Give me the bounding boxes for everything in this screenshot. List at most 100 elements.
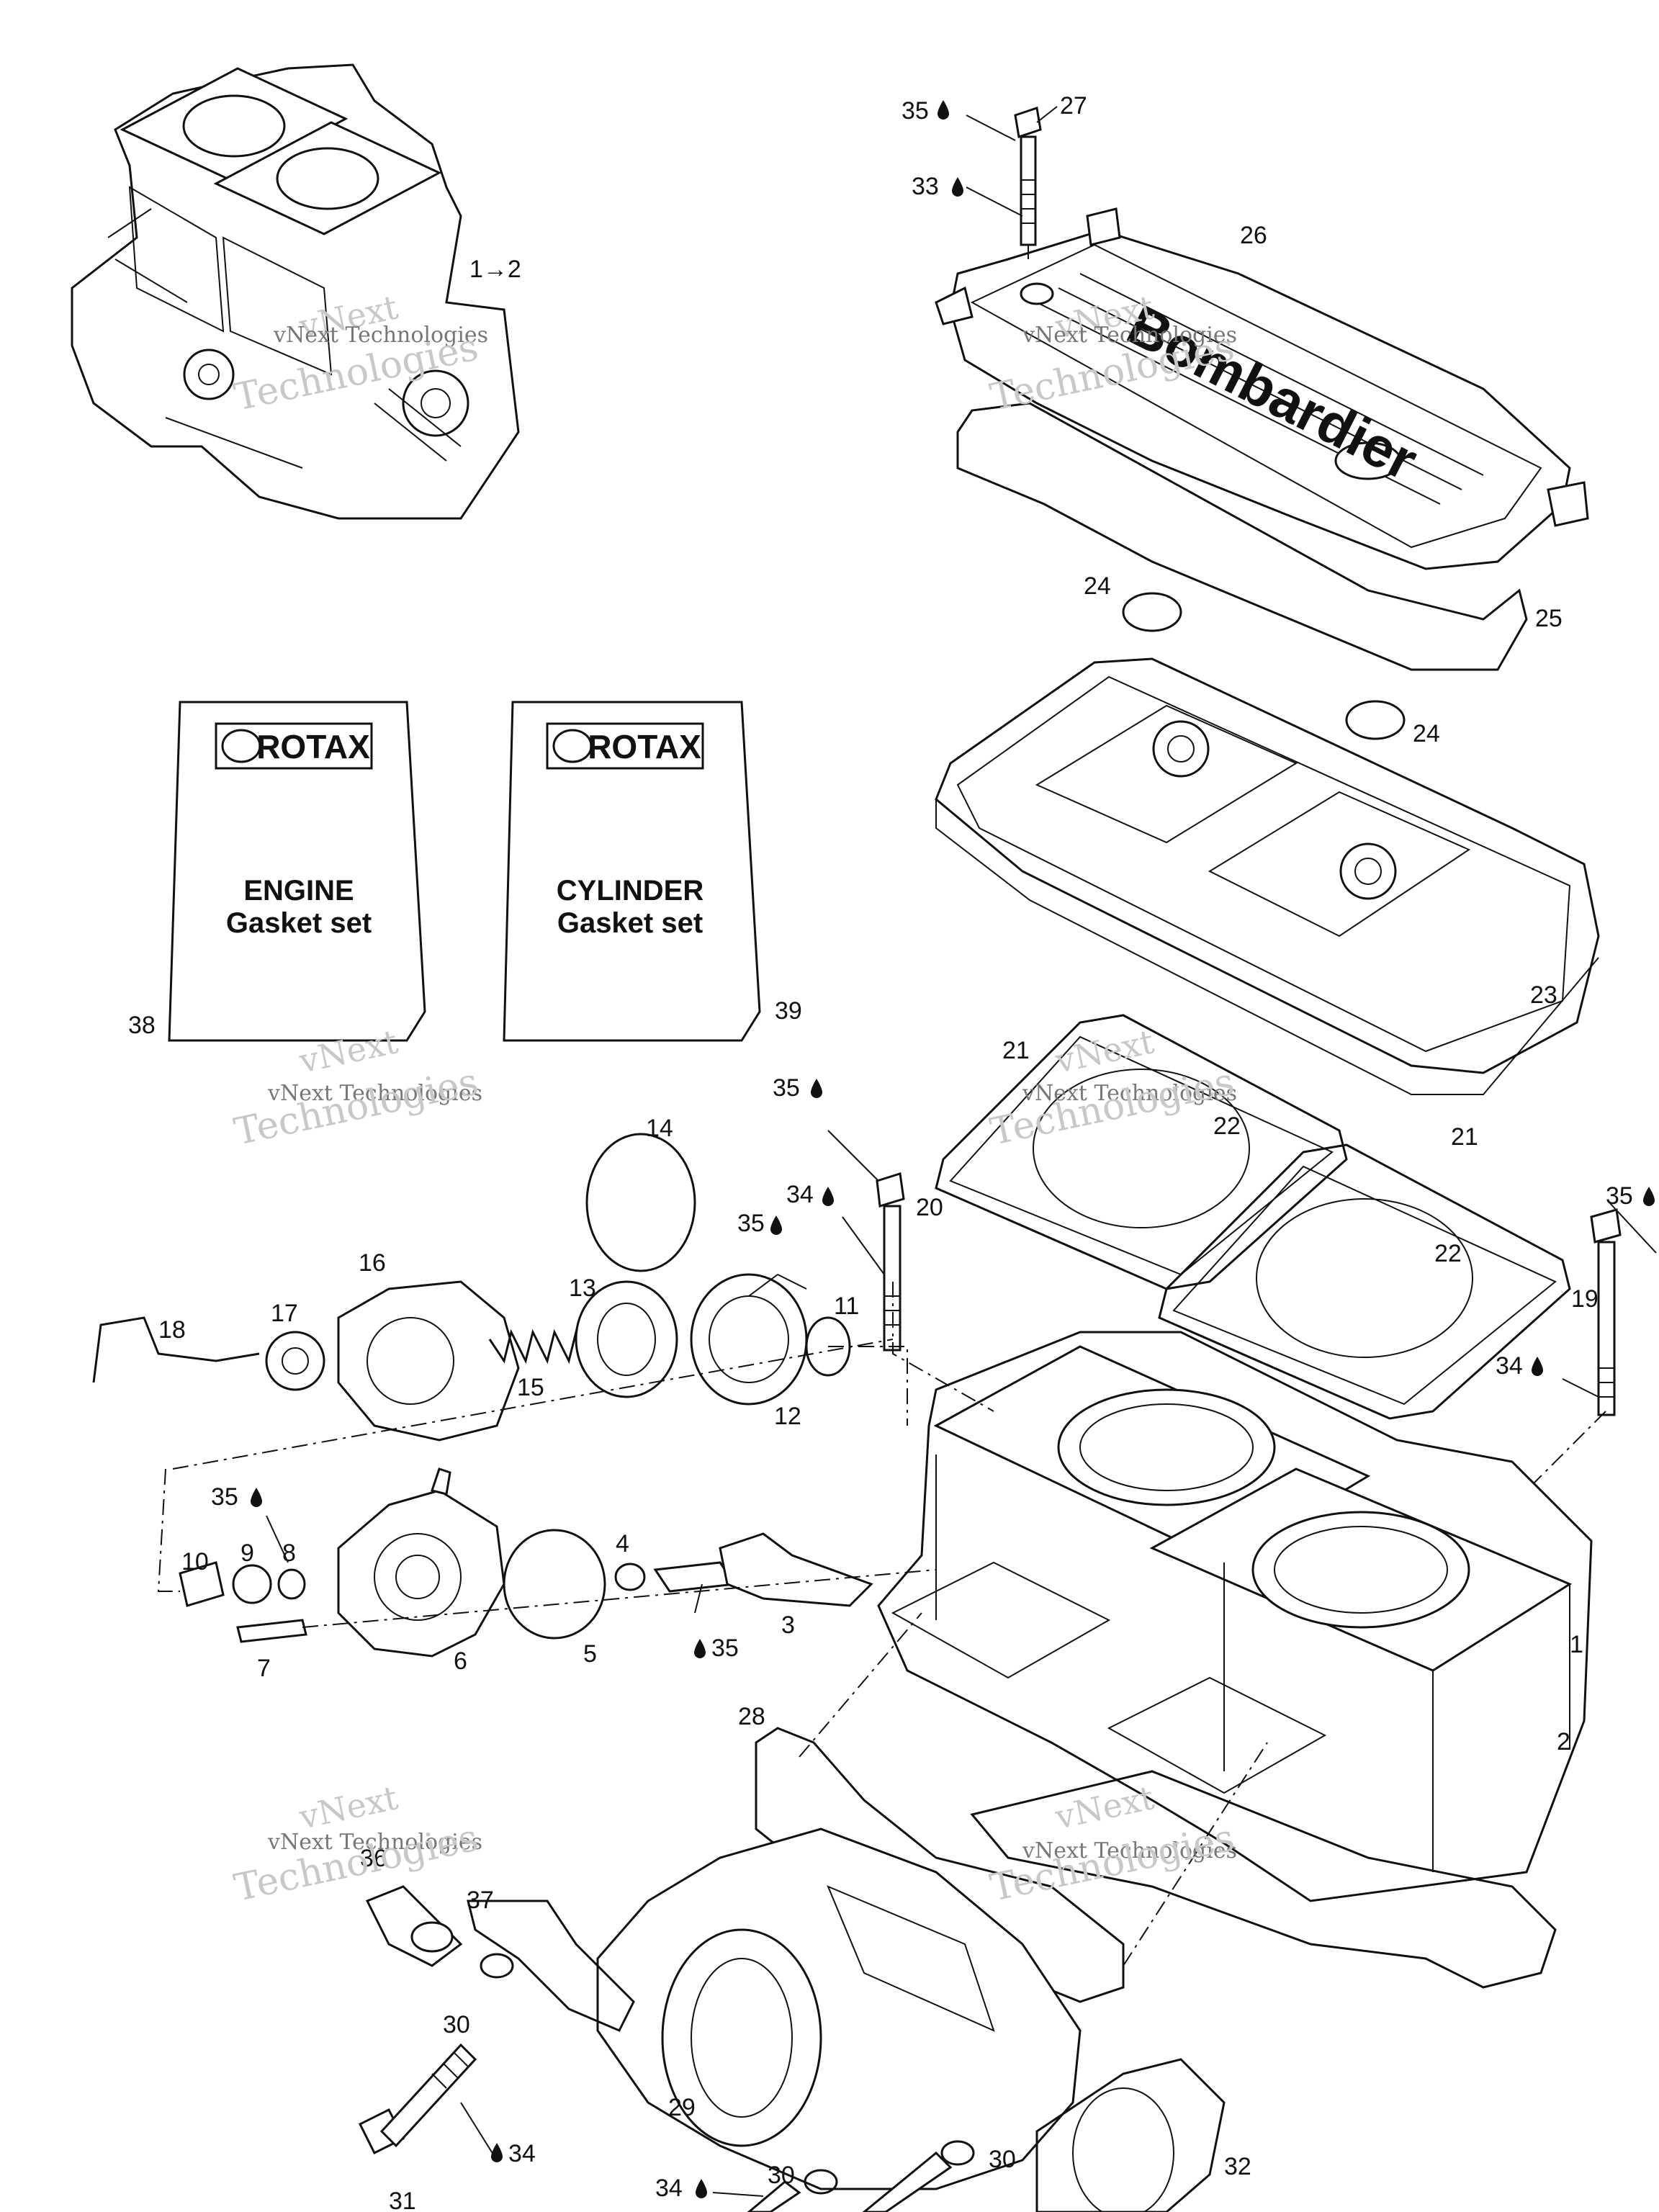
washer-30b [804, 2169, 838, 2195]
svg-text:vNext Technologies: vNext Technologies [1022, 1838, 1237, 1863]
svg-text:vNext Technologies: vNext Technologies [267, 1081, 482, 1106]
screw-7 [236, 1619, 307, 1643]
spring-clip-18 [92, 1316, 260, 1383]
drop-icon [811, 1079, 822, 1098]
svg-text:vNext: vNext [1051, 1778, 1158, 1837]
gasket-5 [503, 1529, 606, 1640]
drop-icon [1532, 1357, 1543, 1376]
leader-lines [266, 106, 1657, 2197]
assembly-dash-lines [157, 1282, 1606, 1966]
engine-kit-line1: ENGINE [243, 875, 354, 907]
bolt-10 [179, 1561, 225, 1607]
engine-gasket-set-38: ROTAX ENGINE Gasket set [168, 701, 426, 1042]
svg-text:vNext Technologies: vNext Technologies [267, 1830, 482, 1855]
svg-text:Technologies: Technologies [986, 1060, 1238, 1154]
washer-30a [480, 1953, 514, 1979]
part-label-31: 31 [389, 2188, 416, 2212]
svg-text:vNext Technologies: vNext Technologies [1022, 1081, 1237, 1106]
part-label-1: 1 [1570, 1631, 1583, 1658]
part-label-14: 14 [646, 1115, 673, 1142]
part-label-26: 26 [1240, 222, 1267, 249]
gasket-14 [585, 1133, 696, 1272]
engine-assembly-illustration [71, 63, 520, 520]
cylinder-kit-line1: CYLINDER [557, 875, 704, 907]
cylinder-head [935, 657, 1600, 1095]
part-label-36: 36 [360, 1845, 387, 1872]
drop-icon [696, 2179, 707, 2198]
o-ring-24a [1122, 592, 1182, 632]
part-label-15: 15 [517, 1374, 544, 1401]
part-label-6: 6 [454, 1647, 467, 1675]
manifold-stud-34 [747, 2151, 953, 2212]
drop-icon [822, 1187, 834, 1206]
cylinder-kit-line2: Gasket set [557, 907, 703, 939]
valve-cover-16 [337, 1280, 520, 1442]
exhaust-gasket-32 [1035, 2058, 1226, 2212]
cap-17 [265, 1331, 325, 1391]
part-label-30c: 30 [989, 2146, 1016, 2173]
spring-15 [488, 1328, 585, 1364]
part-label-19: 19 [1571, 1285, 1599, 1313]
drop-icon [251, 1488, 262, 1507]
part-label-28: 28 [738, 1703, 765, 1730]
part-label-10: 10 [181, 1548, 209, 1575]
part-label-21b: 21 [1451, 1123, 1478, 1151]
drop-icon [491, 2143, 503, 2162]
part-label-35f: 35 [711, 1635, 739, 1662]
drop-icon [938, 100, 949, 120]
part-label-1-to-2: 1→2 [469, 256, 521, 283]
svg-text:vNext: vNext [1051, 1022, 1158, 1081]
cylinder-head-bolt-20 [876, 1172, 905, 1352]
bellows-12 [690, 1273, 808, 1406]
part-label-33: 33 [912, 173, 939, 200]
part-label-35d: 35 [1606, 1182, 1633, 1210]
manifold-bolt-31 [358, 2043, 477, 2155]
part-label-21a: 21 [1002, 1037, 1030, 1064]
cable-support-36 [365, 1885, 463, 1967]
part-label-29: 29 [668, 2094, 696, 2121]
cylinder-kit-brand: ROTAX [588, 728, 701, 765]
svg-text:vNext Technologies: vNext Technologies [1022, 323, 1237, 348]
o-ring-4 [614, 1563, 646, 1591]
watermark-5: vNext vNext Technologies Technologies [230, 1778, 482, 1910]
cylinder-block [877, 1331, 1593, 1902]
part-label-13: 13 [569, 1274, 596, 1302]
part-label-27: 27 [1060, 92, 1087, 120]
svg-text:vNext: vNext [295, 1778, 402, 1837]
part-label-34a: 34 [786, 1181, 814, 1208]
part-label-30a: 30 [443, 2011, 470, 2038]
part-label-8: 8 [282, 1539, 296, 1567]
part-label-34b: 34 [1496, 1352, 1523, 1380]
washer-8 [277, 1568, 306, 1600]
head-gasket-21b [1158, 1143, 1571, 1420]
part-label-22a: 22 [1213, 1112, 1241, 1140]
part-label-24b: 24 [1413, 720, 1440, 747]
svg-text:Technologies: Technologies [986, 1816, 1238, 1910]
part-label-34c: 34 [508, 2140, 536, 2167]
part-label-23: 23 [1530, 981, 1557, 1009]
part-label-35a: 35 [902, 97, 929, 125]
watermark-3: vNext vNext Technologies Technologies [230, 1022, 482, 1154]
rotax-logo-icon [552, 729, 593, 763]
o-ring-22a [1033, 1069, 1250, 1228]
piston-13 [575, 1280, 678, 1398]
part-label-3: 3 [781, 1611, 795, 1639]
cylinder-head-bolt-19 [1590, 1208, 1622, 1416]
part-label-38: 38 [128, 1012, 156, 1039]
cylinder-base-gasket [970, 1770, 1557, 1989]
part-label-17: 17 [271, 1300, 298, 1327]
part-label-5: 5 [583, 1640, 597, 1668]
part-label-2: 2 [1557, 1728, 1570, 1755]
part-label-4: 4 [616, 1530, 629, 1557]
cylinder-gasket-set-39: ROTAX CYLINDER Gasket set [503, 701, 761, 1042]
part-label-7: 7 [257, 1655, 271, 1682]
washer-30c [940, 2140, 975, 2166]
part-label-22b: 22 [1434, 1240, 1462, 1267]
part-label-35b: 35 [773, 1074, 800, 1102]
svg-text:vNext Technologies: vNext Technologies [273, 323, 488, 348]
valve-3 [653, 1532, 873, 1607]
washer-9 [232, 1564, 272, 1604]
exhaust-manifold [596, 1827, 1082, 2190]
part-label-9: 9 [240, 1539, 254, 1567]
